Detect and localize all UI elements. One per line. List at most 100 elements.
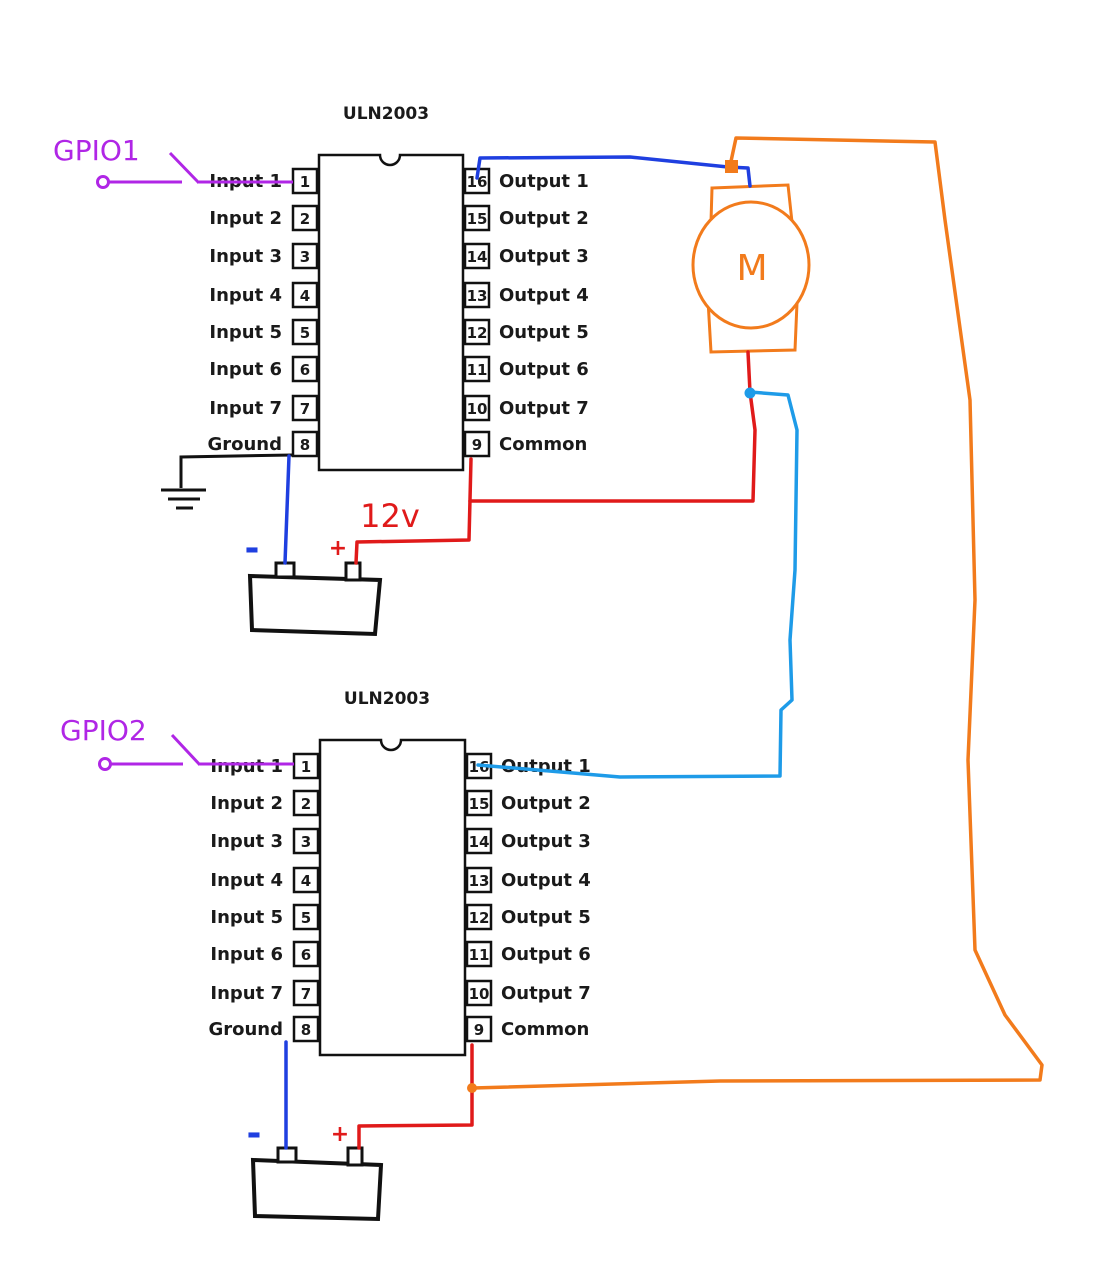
wires bbox=[283, 136, 1044, 1150]
pin-label: Output 4 bbox=[501, 870, 591, 891]
wire-motor-to-chip2-out1 bbox=[476, 390, 799, 779]
pin-number: 11 bbox=[467, 361, 488, 379]
pin-box bbox=[465, 827, 493, 855]
gpio1-label: GPIO1 bbox=[53, 134, 140, 167]
pin-label: Input 7 bbox=[209, 398, 282, 419]
pin-box bbox=[465, 903, 493, 931]
pin-label: Input 3 bbox=[210, 831, 283, 852]
pin-label: Input 5 bbox=[209, 322, 282, 343]
gpio2-label: GPIO2 bbox=[60, 714, 147, 747]
pin-box bbox=[463, 242, 491, 270]
pin-label: Output 2 bbox=[501, 793, 591, 814]
pin-label: Input 3 bbox=[209, 246, 282, 267]
wire-motor-to-chip2-common bbox=[471, 136, 1044, 1090]
wire-chip1-ground-to-battery1 bbox=[283, 454, 291, 565]
pin-number: 5 bbox=[300, 324, 310, 342]
pin-number: 16 bbox=[469, 758, 490, 776]
gpio2-switch: GPIO2 bbox=[60, 714, 294, 771]
pin-label: Input 2 bbox=[210, 793, 283, 814]
motor: M bbox=[691, 183, 811, 354]
pin-label: Output 5 bbox=[499, 322, 589, 343]
junction-chip2-common bbox=[467, 1083, 477, 1093]
battery-2-minus: - bbox=[247, 1113, 262, 1154]
pin-number: 7 bbox=[300, 400, 310, 418]
pin-number: 15 bbox=[467, 210, 488, 228]
pin-label: Output 3 bbox=[499, 246, 589, 267]
pin-number: 10 bbox=[467, 400, 488, 418]
motor-icon bbox=[691, 200, 811, 330]
pin-number: 16 bbox=[467, 173, 488, 191]
battery-1-neg-terminal bbox=[274, 561, 296, 579]
pin-label: Input 5 bbox=[210, 907, 283, 928]
pin-number: 14 bbox=[469, 833, 490, 851]
gpio2-switch-blade bbox=[170, 733, 202, 767]
ground-symbol bbox=[161, 453, 293, 510]
pin-label: Output 5 bbox=[501, 907, 591, 928]
pin-label: Output 7 bbox=[501, 983, 591, 1004]
pin-box bbox=[291, 394, 319, 422]
pin-label: Input 6 bbox=[209, 359, 282, 380]
battery-1: - + 12v bbox=[245, 497, 420, 637]
pin-box bbox=[291, 318, 319, 346]
pin-number: 8 bbox=[300, 436, 310, 454]
pin-box bbox=[463, 204, 491, 232]
pin-box bbox=[292, 940, 320, 968]
pin-box bbox=[292, 1015, 320, 1043]
gpio1-switch-blade bbox=[168, 151, 201, 185]
wire-chip1-out1-to-motor bbox=[475, 155, 752, 188]
pin-box bbox=[463, 281, 491, 309]
pin-label: Common bbox=[499, 434, 587, 455]
pin-number: 7 bbox=[301, 985, 311, 1003]
motor-bottom-housing bbox=[706, 299, 799, 354]
chip-2-body bbox=[318, 738, 467, 1057]
pin-label: Output 6 bbox=[501, 944, 591, 965]
pin-number: 4 bbox=[300, 287, 310, 305]
pin-label: Ground bbox=[207, 434, 282, 455]
battery-1-pos-terminal bbox=[344, 561, 362, 582]
pin-label: Output 1 bbox=[499, 171, 589, 192]
pin-label: Input 7 bbox=[210, 983, 283, 1004]
gpio1-terminal bbox=[96, 175, 110, 189]
pin-number: 9 bbox=[472, 436, 482, 454]
chip-2-title: ULN2003 bbox=[344, 689, 430, 709]
pin-box bbox=[292, 903, 320, 931]
pin-box bbox=[292, 979, 320, 1007]
pin-number: 10 bbox=[469, 985, 490, 1003]
pin-number: 14 bbox=[467, 248, 488, 266]
pin-box bbox=[291, 167, 319, 195]
battery-2-body bbox=[250, 1157, 384, 1222]
battery-1-minus: - bbox=[245, 528, 260, 569]
pin-box bbox=[291, 204, 319, 232]
chip-1-body bbox=[317, 153, 465, 472]
chip-2: ULN2003 1 Input 1 2 Input 2 3 Input 3 4 Input 4… bbox=[208, 689, 591, 1057]
pin-number: 1 bbox=[301, 758, 311, 776]
gpio1-switch: GPIO1 bbox=[53, 134, 293, 189]
pin-box bbox=[465, 940, 493, 968]
pin-label: Output 2 bbox=[499, 208, 589, 229]
motor-label: M bbox=[736, 248, 767, 289]
pin-number: 13 bbox=[469, 872, 490, 890]
junction-motor-top bbox=[725, 160, 738, 173]
pin-number: 9 bbox=[474, 1021, 484, 1039]
pin-label: Input 2 bbox=[209, 208, 282, 229]
pin-box bbox=[465, 1015, 493, 1043]
pin-label: Common bbox=[501, 1019, 589, 1040]
pin-number: 3 bbox=[300, 248, 310, 266]
junction-motor-bottom bbox=[744, 387, 756, 399]
chip-1-title: ULN2003 bbox=[343, 104, 429, 124]
pin-number: 2 bbox=[301, 795, 311, 813]
pin-box bbox=[463, 318, 491, 346]
pin-box bbox=[291, 281, 319, 309]
pin-box bbox=[465, 789, 493, 817]
pin-number: 12 bbox=[469, 909, 490, 927]
pin-number: 4 bbox=[301, 872, 311, 890]
pin-label: Input 4 bbox=[210, 870, 283, 891]
battery-2-pos-terminal bbox=[346, 1146, 364, 1167]
battery-2: - + bbox=[247, 1113, 384, 1222]
pin-label: Input 1 bbox=[210, 756, 283, 777]
pin-number: 5 bbox=[301, 909, 311, 927]
pin-number: 3 bbox=[301, 833, 311, 851]
pin-number: 11 bbox=[469, 946, 490, 964]
